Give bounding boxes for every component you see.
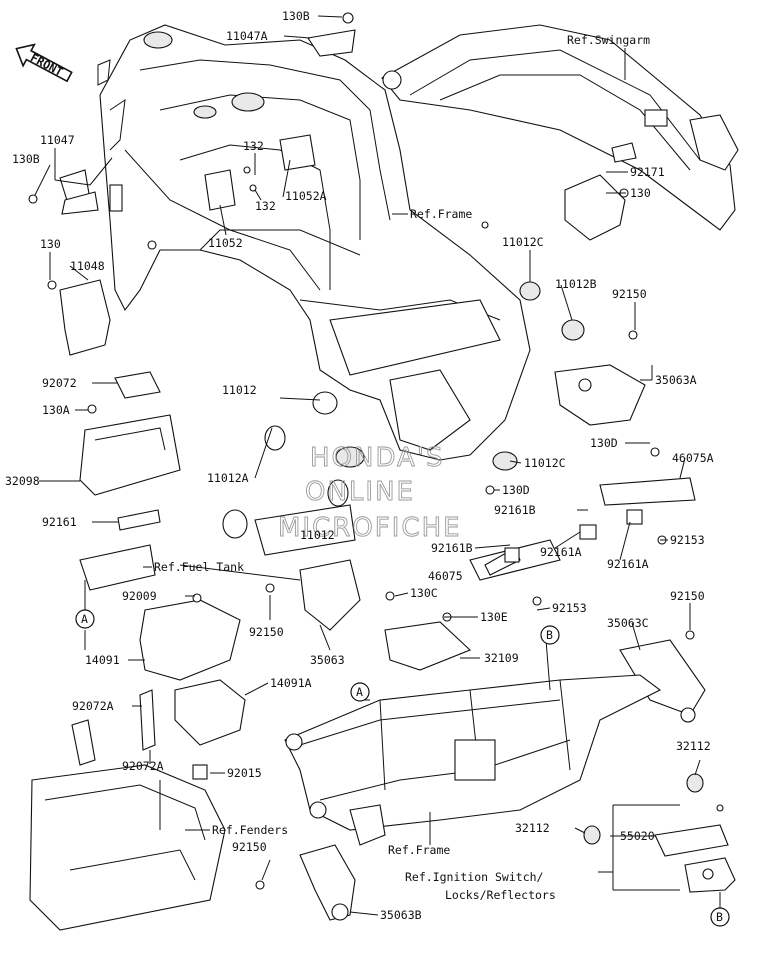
sub-frame bbox=[284, 674, 736, 921]
label-11052: 11052 bbox=[208, 236, 243, 250]
label-11052a: 11052A bbox=[285, 189, 327, 203]
label-130b-top: 130B bbox=[282, 9, 310, 23]
label-ref-frame-top: Ref.Frame bbox=[410, 207, 472, 221]
label-46075a: 46075A bbox=[672, 451, 714, 465]
label-92161a-b: 92161A bbox=[540, 545, 582, 559]
leader-lines bbox=[34, 15, 721, 916]
label-132-a: 132 bbox=[243, 139, 264, 153]
label-92150-top: 92150 bbox=[612, 287, 647, 301]
label-130a: 130A bbox=[42, 403, 70, 417]
label-35063c: 35063C bbox=[607, 616, 649, 630]
label-35063: 35063 bbox=[310, 653, 345, 667]
label-55020: 55020 bbox=[620, 829, 655, 843]
label-92015: 92015 bbox=[227, 766, 262, 780]
label-11012: 11012 bbox=[222, 383, 257, 397]
label-11048: 11048 bbox=[70, 259, 105, 273]
label-ref-fuel-tank: Ref.Fuel Tank bbox=[154, 560, 244, 574]
label-92009: 92009 bbox=[122, 589, 157, 603]
label-32112-right: 32112 bbox=[676, 739, 711, 753]
label-92072: 92072 bbox=[42, 376, 77, 390]
label-35063a: 35063A bbox=[655, 373, 697, 387]
label-130-left: 130 bbox=[40, 237, 61, 251]
label-130b-left: 130B bbox=[12, 152, 40, 166]
label-35063b: 35063B bbox=[380, 908, 422, 922]
main-frame bbox=[97, 24, 531, 461]
label-11012c-top: 11012C bbox=[502, 235, 544, 249]
marker-a-left-text: A bbox=[81, 612, 88, 626]
label-14091a: 14091A bbox=[270, 676, 312, 690]
label-92161a-a: 92161A bbox=[607, 557, 649, 571]
label-ref-ignition-2: Locks/Reflectors bbox=[445, 888, 556, 902]
marker-b-bottom bbox=[710, 907, 730, 927]
callout-markers: A A B B bbox=[75, 609, 730, 927]
label-32109: 32109 bbox=[484, 651, 519, 665]
label-11047: 11047 bbox=[40, 133, 75, 147]
label-11012a: 11012A bbox=[207, 471, 249, 485]
label-92150-right: 92150 bbox=[670, 589, 705, 603]
watermark-line-1: HONDA'S bbox=[310, 443, 444, 473]
small-parts-top bbox=[28, 12, 646, 556]
label-132-b: 132 bbox=[255, 199, 276, 213]
marker-a-frame bbox=[350, 682, 370, 702]
left-parts bbox=[29, 371, 265, 931]
label-92153-right: 92153 bbox=[670, 533, 705, 547]
marker-a-left bbox=[75, 609, 95, 629]
label-92150-mid: 92150 bbox=[249, 625, 284, 639]
marker-b-top-text: B bbox=[546, 628, 553, 642]
label-92161b-b: 92161B bbox=[431, 541, 473, 555]
label-92072a-b: 92072A bbox=[122, 759, 164, 773]
label-32112-bottom: 32112 bbox=[515, 821, 550, 835]
label-92171: 92171 bbox=[630, 165, 665, 179]
label-92161b-a: 92161B bbox=[494, 503, 536, 517]
label-46075: 46075 bbox=[428, 569, 463, 583]
label-130d-mid: 130D bbox=[502, 483, 530, 497]
front-arrow: FRONT bbox=[15, 43, 73, 83]
label-130d-right: 130D bbox=[590, 436, 618, 450]
label-ref-ignition-1: Ref.Ignition Switch/ bbox=[405, 870, 544, 884]
label-130-right: 130 bbox=[630, 186, 651, 200]
label-11012b: 11012B bbox=[555, 277, 597, 291]
marker-a-frame-text: A bbox=[356, 685, 363, 699]
watermark: HONDA'S ONLINE MICROFICHE bbox=[278, 443, 462, 544]
label-ref-fenders: Ref.Fenders bbox=[212, 823, 288, 837]
label-ref-frame-bottom: Ref.Frame bbox=[388, 843, 450, 857]
label-ref-swingarm: Ref.Swingarm bbox=[567, 33, 650, 47]
marker-b-bottom-text: B bbox=[716, 910, 723, 924]
front-arrow-text: FRONT bbox=[28, 50, 65, 79]
marker-b-top bbox=[540, 625, 560, 645]
label-130c: 130C bbox=[410, 586, 438, 600]
label-92161: 92161 bbox=[42, 515, 77, 529]
center-right-parts bbox=[265, 447, 706, 723]
label-32098: 32098 bbox=[5, 474, 40, 488]
watermark-line-2: ONLINE bbox=[305, 477, 415, 507]
label-92153-mid: 92153 bbox=[552, 601, 587, 615]
label-130e: 130E bbox=[480, 610, 508, 624]
label-92072a-a: 92072A bbox=[72, 699, 114, 713]
watermark-line-3: MICROFICHE bbox=[278, 513, 462, 543]
part-labels: 130B 11047A Ref.Swingarm 11047 130B 132 … bbox=[5, 9, 714, 922]
label-11012-mid: 11012 bbox=[300, 528, 335, 542]
label-11047a: 11047A bbox=[226, 29, 268, 43]
label-92150-bottom: 92150 bbox=[232, 840, 267, 854]
label-14091: 14091 bbox=[85, 653, 120, 667]
label-11012c-mid: 11012C bbox=[524, 456, 566, 470]
swingarm bbox=[381, 24, 739, 241]
